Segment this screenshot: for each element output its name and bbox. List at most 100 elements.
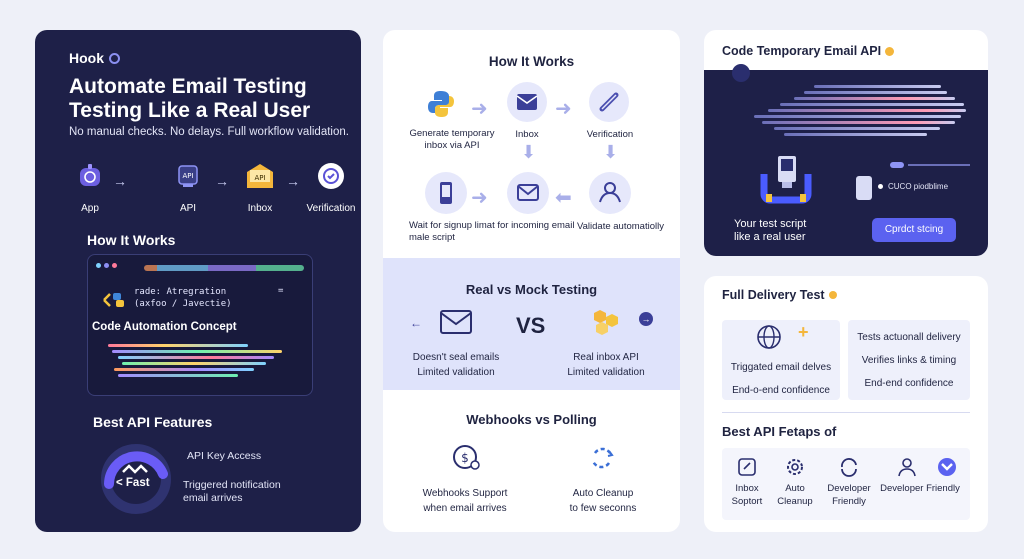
inbox-envelope-icon: API [247, 164, 273, 188]
delivery-right-line3: End-end confidence [864, 378, 954, 389]
right-bottom-card: Full Delivery Test + Triggated email del… [704, 276, 988, 532]
mock-line1: Doesn't seal emails [412, 352, 500, 363]
feature-label: Inbox Soptort [731, 483, 763, 507]
real-vs-mock-title: Real vs Mock Testing [465, 282, 598, 297]
features-box: Inbox Soptort Auto Cleanup Developer Fri… [722, 448, 970, 520]
globe-icon [757, 325, 781, 349]
svg-text:API: API [182, 172, 193, 180]
person-icon [898, 458, 916, 477]
hero-title-line2: Testing Like a Real User [69, 99, 311, 122]
step-wait [425, 172, 467, 214]
real-vs-mock-section: Real vs Mock Testing ← VS → Doesn't seal… [383, 258, 680, 390]
python-icon [103, 293, 124, 307]
step-verification-label: Verification [586, 129, 634, 140]
api-chip-icon: API [178, 165, 198, 187]
cleanup-line2: to few seconns [569, 503, 637, 514]
step-verification [589, 82, 629, 122]
code-snippet-line2: (axfoo / Javectie) [134, 299, 232, 309]
features-title: Best API Fetaps of [722, 424, 837, 439]
chevron-shield-icon [938, 458, 956, 476]
step-wait-label: Wait for signup limat for incoming email… [409, 220, 575, 243]
hero-title-line1: Automate Email Testing [69, 75, 307, 98]
tagline-line1: Your test script [734, 218, 807, 230]
flow-step-verification: Verification [303, 162, 359, 215]
step-mail [507, 172, 549, 214]
step-validate [589, 172, 631, 214]
avatar [732, 64, 750, 82]
webhooks-line1: Webhooks Support [422, 488, 508, 499]
inbox-icon [516, 94, 538, 110]
delivery-left-line1: Triggated email delves [730, 362, 832, 373]
flow-label-verification: Verification [306, 203, 356, 214]
cleanup-line1: Auto Cleanup [572, 488, 634, 499]
delivery-right-line2: Verifies links & timing [861, 355, 957, 366]
best-features-heading: Best API Features [93, 414, 213, 430]
right-top-card: Code Temporary Email API CUCO piodblime … [704, 30, 988, 256]
step-generate-label: Generate temporary inbox via API [409, 128, 495, 151]
step-generate [425, 88, 457, 120]
full-delivery-title-row: Full Delivery Test [722, 288, 837, 302]
webhooks-title: Webhooks vs Polling [466, 412, 597, 427]
code-lines [98, 341, 298, 380]
real-line1: Real inbox API [573, 352, 639, 363]
webhook-coin-icon: $ [453, 445, 480, 470]
step-inbox [507, 82, 547, 122]
code-lines [744, 82, 974, 139]
emoji-icon [828, 291, 837, 299]
hero-subtitle: No manual checks. No delays. Full workfl… [69, 126, 349, 138]
delivery-right-box: Tests actuonall delivery Verifies links … [848, 320, 970, 400]
flow-label-app: App [81, 203, 99, 214]
right-top-title-row: Code Temporary Email API [722, 44, 895, 58]
gear-icon [787, 459, 803, 475]
flow-label-api: API [179, 203, 197, 214]
feature-auto-cleanup: Auto Cleanup [774, 456, 816, 508]
inbox-compose-icon [738, 458, 756, 476]
arrow-right-icon: → [286, 173, 300, 189]
code-preview: CUCO piodblime Your test script like a r… [704, 64, 988, 256]
emoji-icon [885, 46, 895, 56]
tagline-line2: like a real user [734, 231, 806, 243]
delivery-left-line2: End-o-end confidence [732, 385, 830, 396]
vs-label: VS [516, 313, 546, 338]
feature-developer-friendly-2: Developer Friendly [880, 456, 960, 495]
arrow-left-icon: ← [410, 316, 422, 330]
full-delivery-title: Full Delivery Test [722, 288, 825, 302]
arrow-left-icon: ⬅ [555, 187, 572, 209]
arrow-down-icon: ⬇ [603, 142, 619, 162]
right-top-title: Code Temporary Email API [722, 44, 882, 58]
side-label: CUCO piodblime [888, 182, 949, 191]
code-concept-label: Code Automation Concept [92, 321, 237, 333]
webhooks-line2: when email arrives [423, 503, 507, 514]
robot-icon [80, 164, 100, 186]
divider [722, 412, 970, 413]
svg-text:$: $ [461, 451, 469, 465]
delivery-left-box: + Triggated email delves End-o-end confi… [722, 320, 840, 400]
sparkle-icon: + [798, 322, 809, 342]
speed-gauge-icon [101, 444, 171, 514]
how-it-works-title: How It Works [488, 54, 575, 69]
code-header-line [144, 265, 304, 271]
python-icon [428, 91, 454, 117]
mail-icon [517, 184, 539, 201]
gauge-label: < Fast [116, 477, 150, 489]
code-symbol: = [278, 286, 284, 296]
window-dots [96, 263, 117, 268]
phone-icon [856, 176, 872, 200]
phone-icon [440, 182, 452, 204]
hexagon-cluster-icon [594, 310, 618, 335]
arrow-right-icon: → [113, 173, 127, 189]
feature-label: Auto Cleanup [777, 483, 813, 507]
feature-inbox-support: Inbox Soptort [726, 456, 768, 508]
dot-icon [878, 184, 883, 189]
cta-button[interactable]: Cprdct stcing [872, 218, 956, 242]
refresh-cycle-icon [591, 447, 614, 469]
link-icon [599, 92, 619, 112]
flow-step-api: API API [173, 162, 203, 215]
refresh-icon [841, 458, 857, 477]
step-inbox-label: Inbox [515, 129, 539, 140]
envelope-icon [440, 310, 472, 334]
arrow-right-icon: → [639, 312, 653, 326]
flow-label-inbox: Inbox [247, 203, 273, 214]
speed-gauge: < Fast [101, 444, 171, 514]
code-snippet-line1: rade: Atregration [134, 287, 227, 297]
